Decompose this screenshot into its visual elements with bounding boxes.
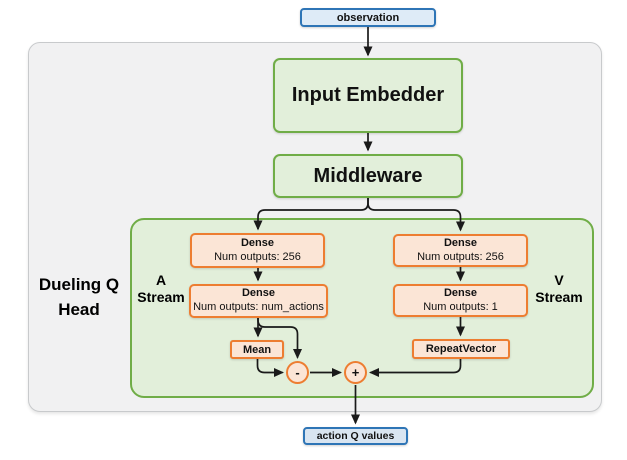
mean-node: Mean	[230, 340, 284, 359]
subtract-operator-node: -	[286, 361, 309, 384]
action-q-values-node: action Q values	[303, 427, 408, 445]
input-embedder-node: Input Embedder	[273, 58, 463, 133]
dense-a1-title: Dense	[240, 236, 275, 249]
dense-a2-num-outputs: Num outputs: num_actions	[193, 301, 324, 313]
dense-v1-num-outputs: Num outputs: 256	[417, 250, 504, 263]
dense-v2-num-outputs: Num outputs: 1	[423, 300, 498, 313]
dense-v1-node: Dense Num outputs: 256	[393, 234, 528, 267]
dense-a2-node: Dense Num outputs: num_actions	[189, 284, 328, 318]
dense-v2-node: Dense Num outputs: 1	[393, 284, 528, 317]
v-stream-label: V Stream	[535, 272, 583, 305]
dense-a1-node: Dense Num outputs: 256	[190, 233, 325, 268]
dense-v2-title: Dense	[443, 286, 478, 299]
observation-node: observation	[300, 8, 436, 27]
dense-a1-num-outputs: Num outputs: 256	[214, 250, 301, 263]
dueling-q-head-label: Dueling Q Head	[38, 275, 120, 319]
add-operator-node: +	[344, 361, 367, 384]
dense-a2-title: Dense	[241, 287, 276, 300]
middleware-node: Middleware	[273, 154, 463, 198]
repeat-vector-node: RepeatVector	[412, 339, 510, 359]
a-stream-label: A Stream	[137, 272, 185, 305]
dense-v1-title: Dense	[443, 236, 478, 249]
